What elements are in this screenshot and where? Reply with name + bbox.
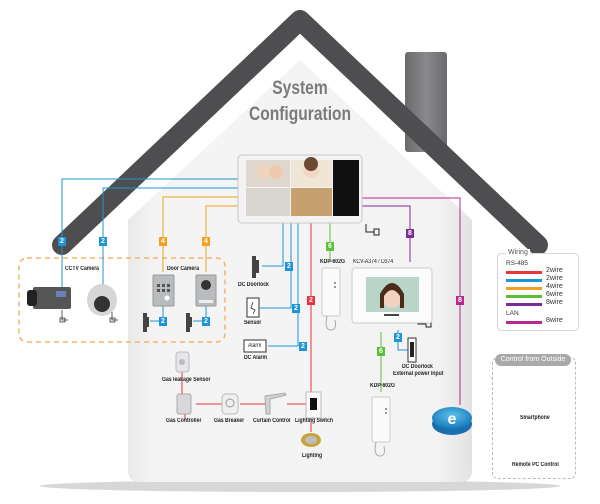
legend-row-label: 2wire <box>546 267 563 274</box>
lighting-label: Lighting <box>302 453 323 459</box>
gas-breaker <box>221 393 239 415</box>
sensor-device <box>246 297 260 318</box>
wire-badge-dc-doorlock: 2 <box>285 262 293 271</box>
door-camera-label: Door Camera <box>167 266 200 272</box>
legend-row: 2wire <box>506 275 574 284</box>
alarm-device <box>243 339 267 353</box>
kdp-intercom-top <box>321 267 341 331</box>
dc-doorlock-device <box>252 256 259 278</box>
wire-badge-doorlock-left1: 2 <box>159 317 167 326</box>
wire-8 <box>362 205 411 262</box>
gas-controller-label: Gas Controller <box>166 418 202 424</box>
wire-badge-kdp-top: 6 <box>326 242 334 251</box>
legend-row-lan: 8wire <box>506 317 574 326</box>
legend-row-label: 8wire <box>546 299 563 306</box>
kdp-top-label: KDP-602G <box>320 259 345 265</box>
wire-badge-sensor: 2 <box>292 304 300 313</box>
lighting-switch <box>305 391 322 419</box>
wire-badge-doorlock-left2: 2 <box>202 317 210 326</box>
curtain-label: Curtain Control <box>253 418 291 424</box>
main-monitor <box>237 154 363 224</box>
house-shadow <box>40 480 560 492</box>
kdp-intercom-bottom <box>371 396 391 457</box>
legend-row: 6wire <box>506 291 574 300</box>
legend-swatch <box>506 321 542 324</box>
wire-badge-cctv1: 2 <box>58 237 66 246</box>
gas-breaker-label: Gas Breaker <box>214 418 245 424</box>
legend-row-label: 2wire <box>546 275 563 282</box>
wire-badge-kcv-doorlock: 2 <box>394 333 402 342</box>
cctv-camera-label: CCTV Camera <box>65 266 100 272</box>
kcv-doorlock-label-2: External power Input <box>393 371 444 377</box>
control-from-outside-box: Control from Outside <box>492 354 576 479</box>
legend-row-label: 8wire <box>546 317 563 324</box>
wire-badge-door2: 4 <box>202 237 210 246</box>
wire-door-camera <box>162 196 240 272</box>
door-camera-1 <box>152 274 175 307</box>
house-wall <box>128 60 472 482</box>
control-from-outside-title: Control from Outside <box>495 354 571 366</box>
sensor-label: Sensor <box>244 320 262 326</box>
legend-row: 4wire <box>506 283 574 292</box>
legend-swatch <box>506 287 542 290</box>
alarm-box-label: Alarm <box>248 343 262 349</box>
kcv-doorlock-label-1: DC Doorlock <box>402 364 433 370</box>
legend-row-label: 4wire <box>546 283 563 290</box>
wire-badge-door1: 4 <box>159 237 167 246</box>
gas-leakage-sensor <box>175 351 190 373</box>
gas-controller <box>176 393 192 415</box>
wire-badge-lan: 8 <box>456 296 464 305</box>
remote-pc-label: Remote PC Control <box>512 462 559 468</box>
kcv-label: KCV-A374 / D374 <box>353 259 394 265</box>
doorlock-left <box>143 313 192 332</box>
wire-badge-cctv2: 2 <box>99 237 107 246</box>
legend-lan-label: LAN <box>506 310 519 317</box>
title-line2: Configuration <box>248 104 352 125</box>
legend-title: Wiring <box>506 249 530 256</box>
door-camera-2 <box>195 274 217 307</box>
curtain-control <box>264 392 287 415</box>
wire-badge-kcv-top: 8 <box>406 229 414 238</box>
dc-doorlock-label: DC Doorlock <box>238 282 269 288</box>
wiring-legend: Wiring RS-485 2wire 2wire 4wire 6wire 8w… <box>497 249 579 331</box>
legend-swatch <box>506 271 542 274</box>
legend-rs485-label: RS-485 <box>506 260 529 267</box>
smartphone-label: Smartphone <box>520 415 550 421</box>
svg-text:e: e <box>448 411 457 428</box>
gas-sensor-label: Gas leakage Sensor <box>162 377 211 383</box>
legend-row-label: 6wire <box>546 291 563 298</box>
legend-swatch <box>506 303 542 306</box>
cctv-box-camera <box>27 287 71 309</box>
kdp-bottom-label: KDP-602G <box>370 383 395 389</box>
legend-swatch <box>506 295 542 298</box>
camera-group-box <box>18 257 226 343</box>
wire-peripherals <box>260 222 299 347</box>
title-line1: System <box>272 78 328 99</box>
wire-badge-rs485: 2 <box>307 296 315 305</box>
lighting-switch-label: Lighting Switch <box>295 418 333 424</box>
internet-icon: e <box>432 407 472 435</box>
lighting-lamp <box>301 433 321 447</box>
wire-lan <box>362 197 461 405</box>
wire-cctv <box>61 178 240 292</box>
kcv-doorlock-device <box>407 337 417 363</box>
legend-swatch <box>506 279 542 282</box>
kcv-monitor <box>351 267 433 324</box>
legend-row: 8wire <box>506 299 574 308</box>
wire-badge-dc-alarm: 2 <box>299 342 307 351</box>
wire-badge-kdp-bottom: 6 <box>377 347 385 356</box>
cctv-dome-camera <box>87 284 117 316</box>
dc-alarm-label: DC Alarm <box>244 355 268 361</box>
legend-row: 2wire <box>506 267 574 276</box>
roof <box>52 10 548 255</box>
